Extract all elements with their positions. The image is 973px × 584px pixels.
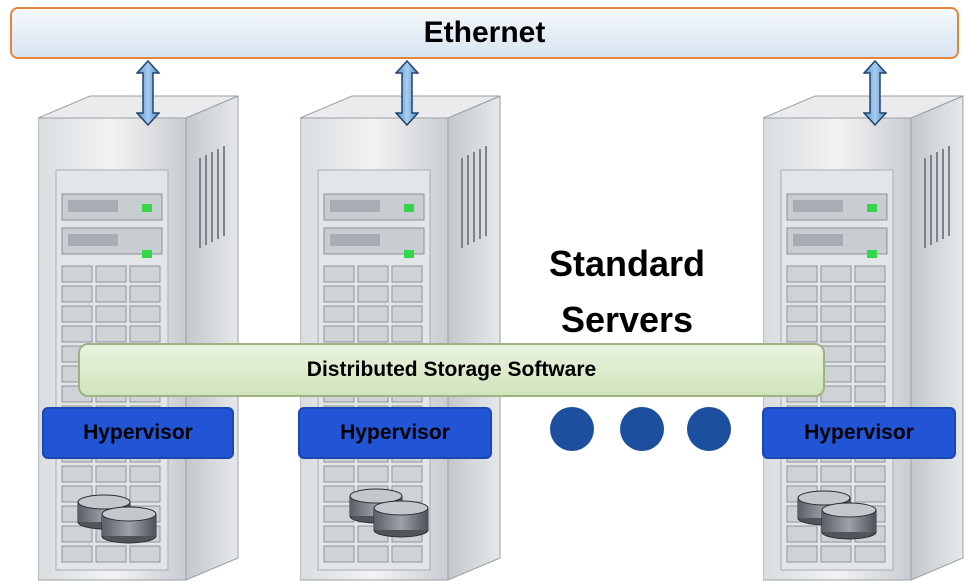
hypervisor-label: Hypervisor bbox=[340, 421, 450, 444]
servers-label-line2: Servers bbox=[560, 299, 694, 340]
ethernet-label: Ethernet bbox=[423, 16, 546, 49]
disk-stack-icon bbox=[77, 494, 157, 544]
ethernet-bar: Ethernet bbox=[10, 7, 959, 59]
hypervisor-box: Hypervisor bbox=[42, 407, 234, 459]
distributed-storage-label: Distributed Storage Software bbox=[306, 358, 597, 381]
servers-label-line1: Standard bbox=[548, 243, 706, 284]
double-arrow-icon bbox=[136, 60, 160, 126]
disk-stack-icon bbox=[349, 488, 429, 538]
disk-stack-icon bbox=[797, 490, 877, 540]
hypervisor-label: Hypervisor bbox=[83, 421, 193, 444]
double-arrow-icon bbox=[395, 60, 419, 126]
double-arrow-icon bbox=[863, 60, 887, 126]
ellipsis-dot bbox=[620, 407, 664, 451]
hypervisor-box: Hypervisor bbox=[762, 407, 956, 459]
ellipsis-dot bbox=[687, 407, 731, 451]
distributed-storage-bar: Distributed Storage Software bbox=[78, 343, 825, 397]
hypervisor-label: Hypervisor bbox=[804, 421, 914, 444]
standard-servers-label: Standard Servers bbox=[512, 236, 742, 348]
hypervisor-box: Hypervisor bbox=[298, 407, 492, 459]
ellipsis-dot bbox=[550, 407, 594, 451]
